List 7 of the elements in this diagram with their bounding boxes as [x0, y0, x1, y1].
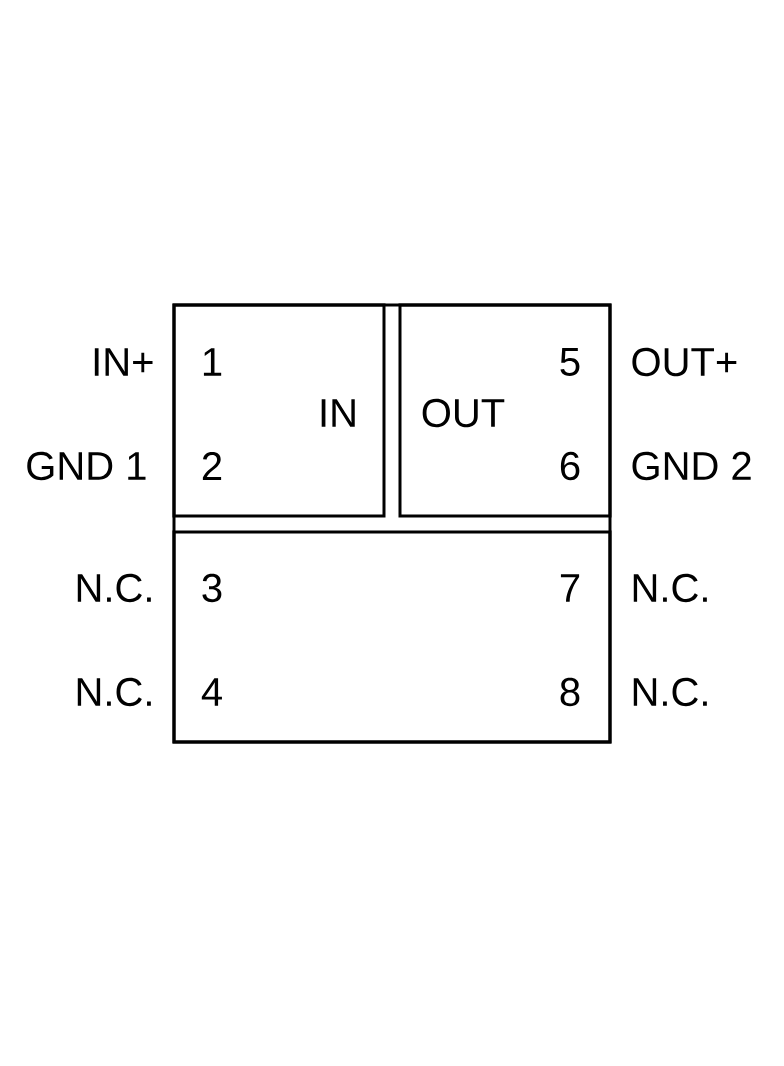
section-box: 5 OUT 6 — [398, 303, 612, 518]
pin-label: N.C. — [77, 573, 151, 603]
pin-label: GND 1 — [27, 451, 146, 481]
pin-label: N.C. — [633, 573, 707, 603]
section-box: 3 7 4 8 — [172, 530, 612, 744]
section-box: 1 IN 2 — [172, 303, 386, 518]
pin-label: GND 2 — [632, 451, 751, 481]
